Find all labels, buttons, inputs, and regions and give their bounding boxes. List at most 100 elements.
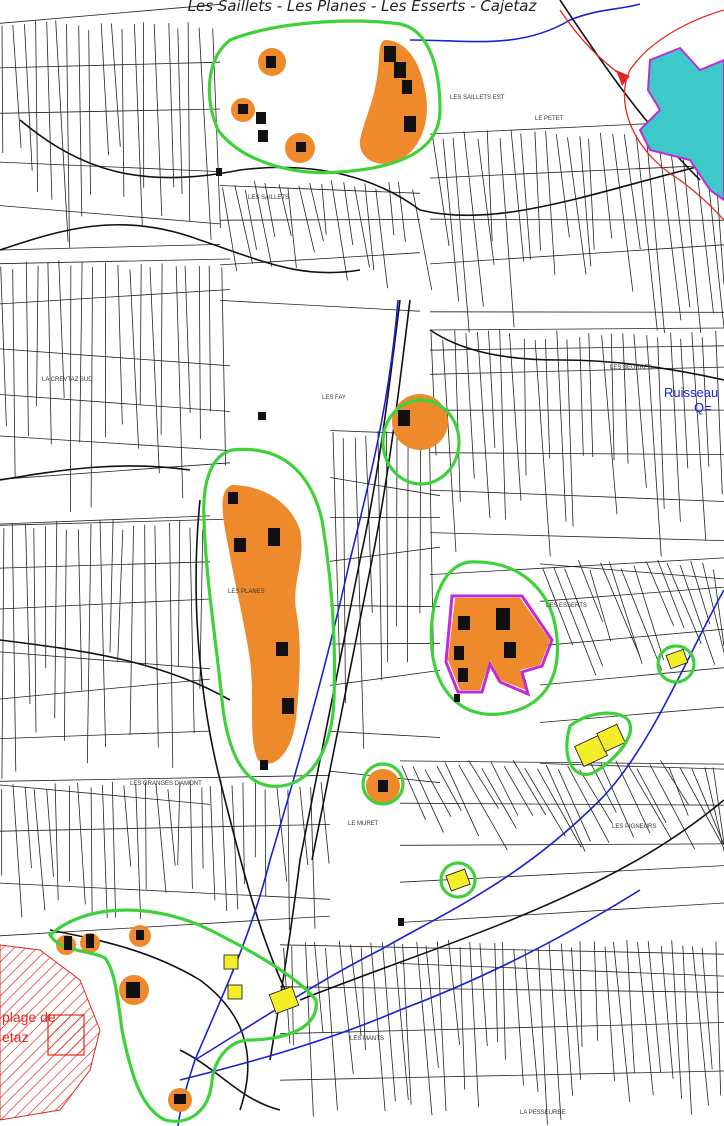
parcel-line [66, 24, 70, 248]
parcel-line [613, 941, 631, 1103]
parcel-line [320, 782, 330, 864]
label-les-granges-damont: LES GRANGES D'AMONT [130, 781, 202, 787]
parcel-line [0, 784, 211, 805]
parcel-line [670, 332, 681, 522]
parcel-line [46, 789, 54, 877]
parcel-line [0, 244, 221, 251]
parcel-line [486, 130, 493, 242]
parcel-line [393, 941, 409, 1101]
parcel-line [545, 764, 586, 852]
cyan-zone [638, 46, 724, 202]
parcel-line [429, 244, 724, 265]
parcel-line [231, 785, 239, 910]
parcel-line [579, 337, 584, 456]
parcel-line [589, 569, 612, 642]
parcel-line [633, 565, 664, 661]
green-boundaries [47, 19, 696, 1123]
parcel-line [691, 332, 707, 541]
parcel-line [46, 21, 53, 200]
parcel-line [609, 561, 643, 664]
hatched-zone [0, 944, 101, 1121]
label-les-esserts: LES ESSERTS [546, 603, 587, 609]
parcel-line [184, 265, 191, 413]
parcel-line [0, 161, 221, 172]
parcel-line [412, 766, 444, 833]
parcel-line [679, 767, 723, 845]
parcel-line [523, 338, 527, 476]
parcel-line [299, 786, 309, 866]
parcel-line [129, 525, 134, 736]
parcel-line [465, 333, 475, 479]
parcel-line [425, 945, 439, 1068]
parcel-line [477, 332, 491, 518]
parcel-line [382, 942, 396, 1102]
parcel-line [123, 785, 132, 867]
parcel-line [657, 559, 685, 629]
parcel-line [431, 134, 450, 247]
parcel-line [715, 941, 722, 1096]
parcel-line [54, 520, 58, 719]
parcel-line [666, 562, 702, 645]
label-les-pigneurs: LES PIGNEURS [612, 824, 656, 830]
parcel-line [429, 489, 724, 502]
parcel-line [1, 25, 4, 154]
parcel-line [0, 678, 211, 700]
parcel-line [660, 760, 690, 806]
label-saillets-est: LES SAILLETS EST [450, 95, 505, 101]
parcel-line [90, 267, 93, 508]
parcel-line [623, 134, 641, 250]
parcel-line [111, 781, 116, 918]
parcel-line [612, 133, 634, 292]
parcel-line [499, 138, 515, 328]
parcel-line [399, 802, 724, 806]
parcel-line [0, 108, 221, 114]
parcel-line [279, 1070, 724, 1081]
parcel-line [660, 946, 674, 1079]
parcel-line [33, 527, 37, 733]
parcel-line [134, 23, 143, 225]
parcel-line [154, 525, 159, 748]
parcel-line [55, 20, 69, 242]
parcel-line [388, 181, 395, 236]
parcel-lines [0, 3, 724, 1125]
parcel-line [704, 767, 724, 851]
parcel-line [201, 787, 204, 869]
parcel-line [219, 218, 421, 221]
parcel-line [145, 782, 147, 890]
parcel-line [325, 948, 338, 1111]
parcel-line [305, 942, 314, 1117]
parcel-line [354, 437, 365, 749]
parcel-line [459, 947, 466, 1090]
parcel-line [458, 764, 508, 851]
parcel-line [534, 339, 551, 557]
parcel-line [0, 561, 211, 569]
parcel-line [545, 130, 556, 275]
parcel-line [1, 527, 5, 779]
parcel-line [429, 218, 724, 221]
parcel-line [579, 941, 583, 1048]
parcel-line [77, 782, 86, 905]
label-la-crevtaz-sud: LA CREVTAZ SUD [42, 377, 93, 383]
parcel-line [12, 784, 23, 918]
parcel-line [537, 948, 548, 1125]
parcel-line [177, 28, 183, 195]
parcel-line [0, 205, 221, 225]
parcel-line [332, 432, 340, 661]
parcel-line [398, 181, 406, 242]
parcel-line [537, 768, 582, 848]
parcel-line [633, 334, 647, 488]
parcel-line [539, 563, 724, 580]
parcel-line [601, 335, 618, 515]
parcel-line [0, 518, 231, 526]
parcel-line [0, 730, 211, 739]
parcel-line [121, 28, 125, 197]
parcel-line [429, 164, 724, 179]
parcel-line [12, 25, 22, 149]
parcel-line [579, 136, 592, 267]
label-les-beurres: LES BEURRES [610, 365, 652, 371]
parcel-line [168, 23, 175, 188]
parcel-line [477, 138, 495, 265]
parcel-line [111, 23, 121, 147]
parcel-line [117, 529, 124, 662]
